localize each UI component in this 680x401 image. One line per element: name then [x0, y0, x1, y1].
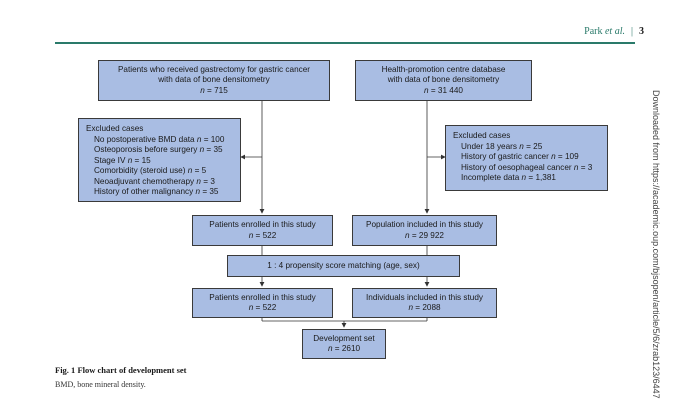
excluded-item: History of gastric cancer n = 109: [461, 152, 579, 161]
box-propensity-matching: 1 : 4 propensity score matching (age, se…: [227, 255, 460, 277]
header-rule: [55, 42, 635, 44]
box-gastrectomy-patients: Patients who received gastrectomy for ga…: [98, 60, 330, 101]
excluded-item: Osteoporosis before surgery n = 35: [94, 145, 223, 154]
excluded-item: Comorbidity (steroid use) n = 5: [94, 166, 207, 175]
box-health-promotion-database: Health-promotion centre database with da…: [355, 60, 532, 101]
figure-caption: Fig. 1 Flow chart of development set: [55, 365, 187, 375]
header-separator: |: [630, 26, 633, 37]
excluded-item: History of oesophageal cancer n = 3: [461, 162, 593, 172]
box-development-set: Development set n = 2610: [302, 329, 386, 359]
figure-caption-abbreviations: BMD, bone mineral density.: [55, 380, 146, 389]
page-number: 3: [639, 26, 644, 37]
box-population-included: Population included in this study n = 29…: [352, 215, 497, 246]
box-patients-enrolled: Patients enrolled in this study n = 522: [192, 215, 333, 246]
excluded-item: Incomplete data n = 1,381: [461, 173, 556, 182]
excluded-item: Neoadjuvant chemotherapy n = 3: [94, 176, 215, 186]
excluded-item: Stage IV n = 15: [94, 155, 151, 165]
box-excluded-left: Excluded cases No postoperative BMD data…: [78, 118, 241, 202]
excluded-item: No postoperative BMD data n = 100: [94, 134, 225, 144]
box-individuals-included: Individuals included in this study n = 2…: [352, 288, 497, 318]
running-header: Park et al. | 3: [584, 26, 644, 37]
header-author: Park et al.: [584, 26, 625, 37]
excluded-item: Under 18 years n = 25: [461, 141, 543, 151]
download-watermark: Downloaded from https://academic.oup.com…: [651, 90, 661, 399]
box-patients-enrolled-matched: Patients enrolled in this study n = 522: [192, 288, 333, 318]
excluded-item: History of other malignancy n = 35: [94, 187, 219, 196]
